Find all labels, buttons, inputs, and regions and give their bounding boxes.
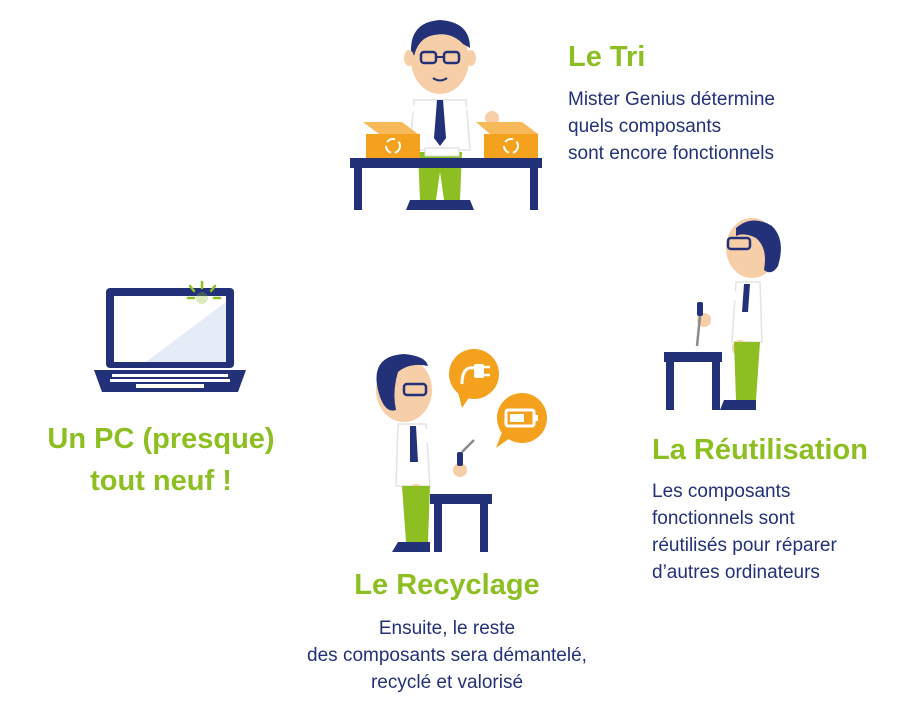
description-line: quels composants — [568, 116, 722, 137]
step-reutilisation-description: Les composants fonctionnels sont réutili… — [652, 478, 837, 586]
description-line: Ensuite, le reste — [378, 618, 516, 639]
battery-icon — [504, 408, 538, 428]
recycle-box-right — [476, 122, 538, 158]
sorting-technician-figure — [395, 20, 499, 210]
step-tri-title: Le Tri — [568, 41, 646, 73]
description-line: sont encore fonctionnels — [568, 143, 774, 164]
screwdriver-icon — [695, 302, 703, 347]
recycle-icon — [503, 138, 519, 154]
step-recyclage-title: Le Recyclage — [354, 569, 540, 601]
description-line: Mister Genius détermine — [568, 89, 775, 110]
description-line: recyclé et valorisé — [370, 672, 524, 693]
step-recyclage-description: Ensuite, le reste des composants sera dé… — [252, 615, 642, 696]
step-tri-description: Mister Genius détermine quels composants… — [568, 86, 775, 167]
screwdriver-icon — [457, 439, 475, 466]
plug-bubble — [449, 349, 499, 408]
reuse-technician-figure — [664, 218, 781, 410]
recycling-technician-figure — [376, 354, 492, 552]
recycle-box-left — [363, 122, 420, 158]
description-line: fonctionnels sont — [652, 508, 795, 529]
description-line: d’autres ordinateurs — [652, 562, 820, 583]
laptop-icon — [94, 280, 246, 392]
plug-icon — [460, 364, 490, 385]
step-pc-title: Un PC (presque) tout neuf ! — [20, 418, 302, 502]
recycle-icon — [385, 138, 401, 154]
description-line: des composants sera démantelé, — [307, 645, 587, 666]
pc-title-line: tout neuf ! — [90, 465, 232, 497]
step-reutilisation-title: La Réutilisation — [652, 434, 868, 466]
description-line: réutilisés pour réparer — [652, 535, 837, 556]
battery-bubble — [496, 393, 547, 448]
desk — [350, 158, 542, 210]
pc-title-line: Un PC (presque) — [47, 423, 275, 455]
description-line: Les composants — [652, 481, 791, 502]
